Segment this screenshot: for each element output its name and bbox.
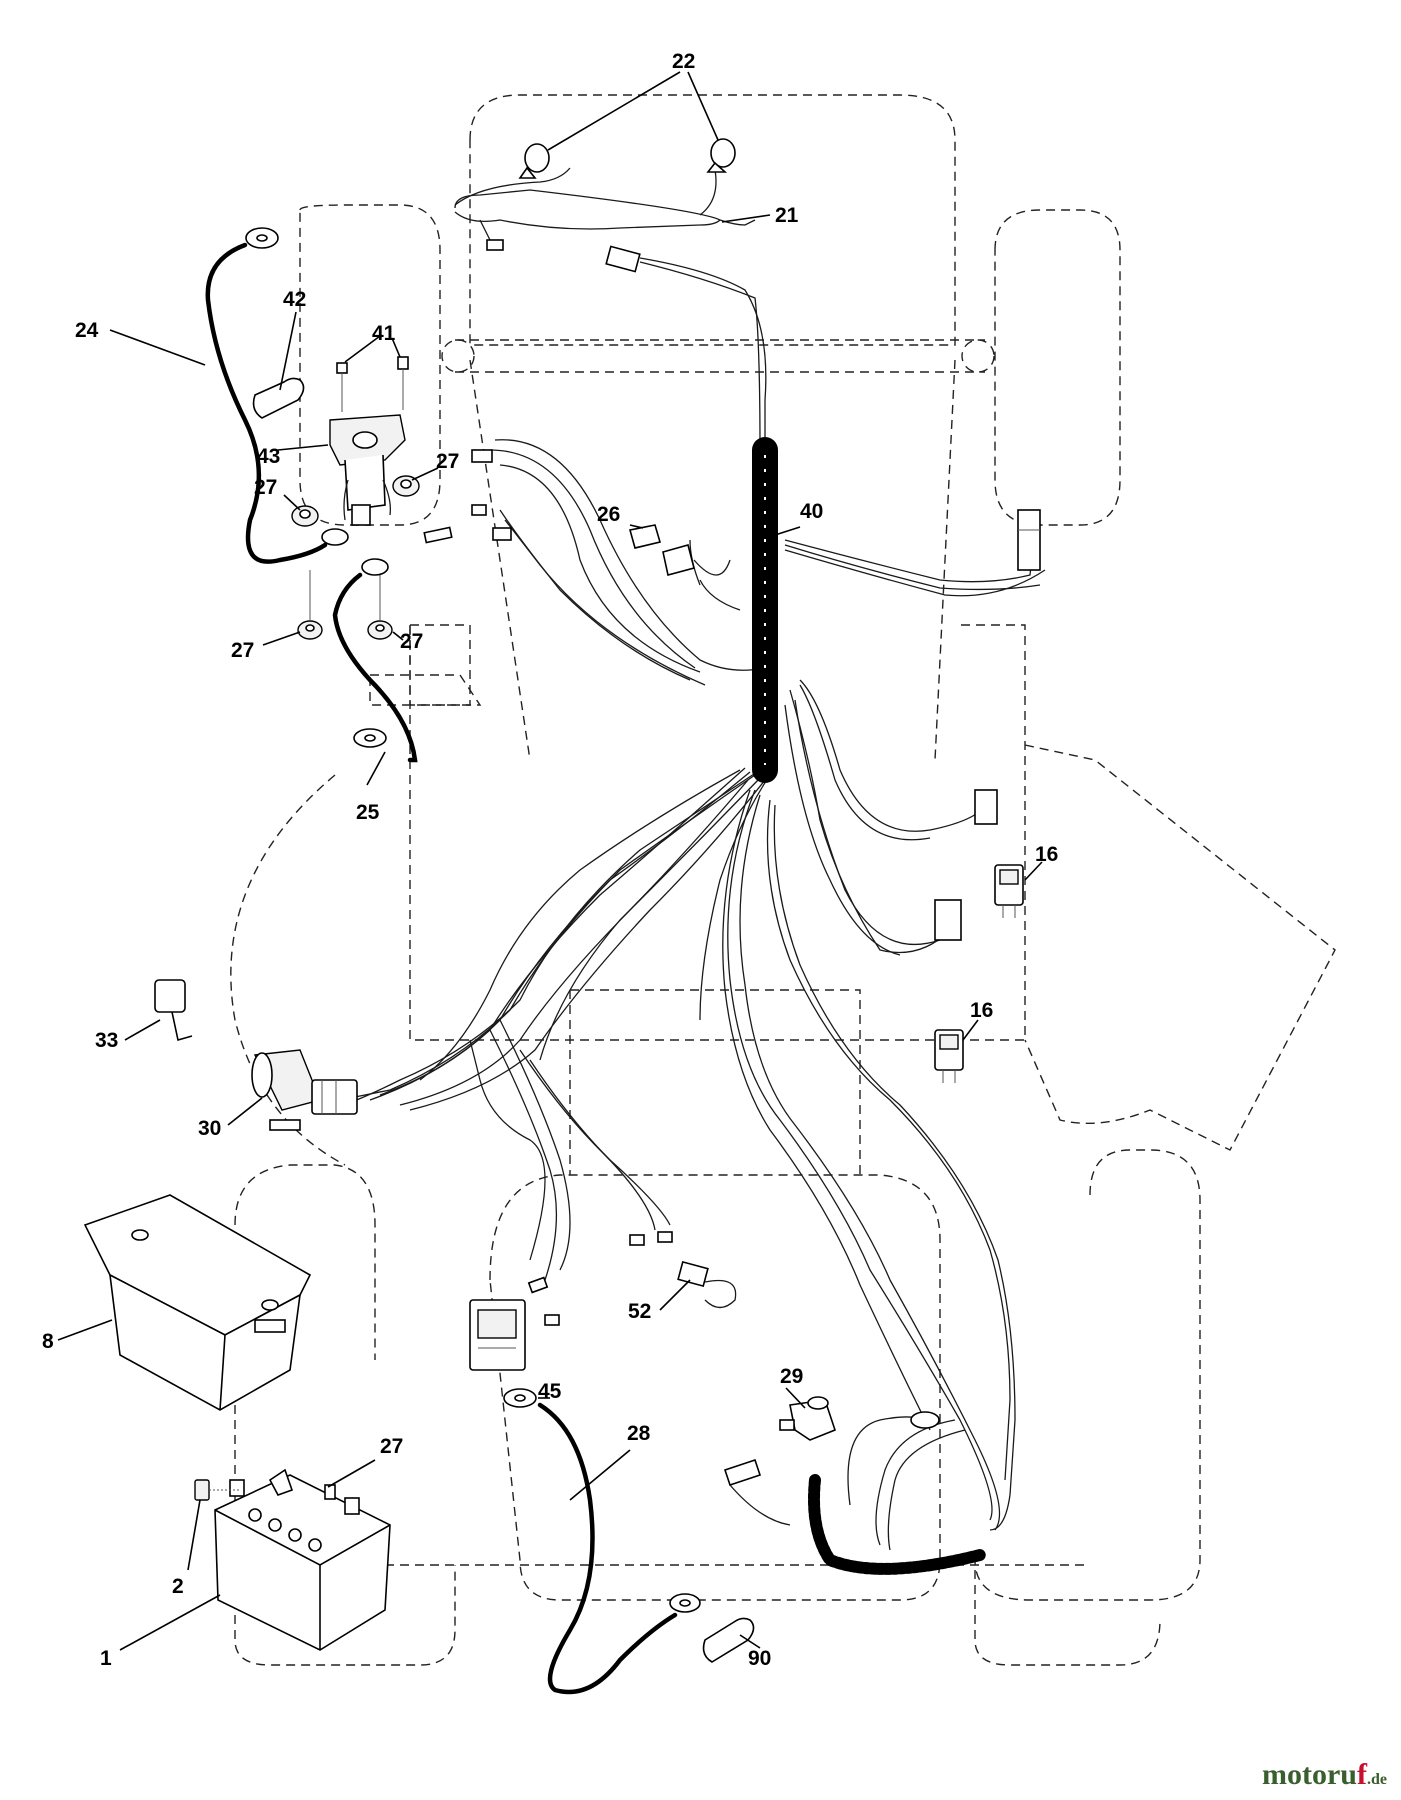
ground-cable-28	[503, 1388, 701, 1695]
callout-52: 52	[628, 1300, 651, 1323]
callout-29: 29	[780, 1365, 803, 1388]
battery-bolt	[194, 1479, 240, 1501]
callout-30: 30	[198, 1117, 221, 1140]
callout-24: 24	[75, 319, 99, 342]
callout-27-battery: 27	[380, 1435, 403, 1458]
callout-27-nut-right: 27	[400, 630, 423, 653]
main-wire-harness	[329, 439, 1046, 1551]
callout-1: 1	[100, 1647, 112, 1670]
callout-27-nut-left: 27	[231, 639, 254, 662]
battery-cable-24	[205, 227, 349, 564]
tractor-outline	[230, 94, 1336, 1666]
pto-switch-29	[779, 1396, 836, 1441]
hex-nut-right	[392, 475, 420, 497]
callout-28: 28	[627, 1422, 651, 1445]
terminal-clamp	[268, 1468, 336, 1500]
ignition-switch	[251, 1049, 358, 1131]
callout-22: 22	[672, 50, 695, 73]
callout-labels: 22 21 24 42 41 43 27 27 27 27 27 26 40 2…	[42, 50, 1058, 1670]
watermark-tld: .de	[1367, 1771, 1387, 1788]
callout-45: 45	[538, 1380, 562, 1403]
callout-16-upper: 16	[1035, 843, 1058, 866]
battery	[214, 1474, 391, 1651]
callout-27-solenoid-right: 27	[436, 450, 459, 473]
callout-2: 2	[172, 1575, 184, 1598]
callout-26: 26	[597, 503, 620, 526]
headlight-bulb-right	[706, 138, 736, 173]
leader-lines	[57, 71, 1043, 1651]
switch-16-lower	[934, 1029, 964, 1083]
battery-box	[83, 1194, 312, 1411]
hex-nut-lower-right	[367, 620, 393, 640]
small-terminals	[423, 449, 512, 544]
solenoid-bolt-right	[397, 356, 409, 410]
switch-16-upper	[994, 864, 1024, 918]
callout-33: 33	[95, 1029, 118, 1052]
watermark-name: motoru	[1262, 1758, 1357, 1791]
fuse-52	[677, 1260, 737, 1309]
watermark-accent: f	[1357, 1758, 1367, 1791]
hex-nut-lower-left	[297, 620, 323, 640]
callout-90: 90	[748, 1647, 771, 1670]
callout-41: 41	[372, 322, 396, 345]
callout-27-solenoid-left: 27	[254, 476, 277, 499]
callout-21: 21	[775, 204, 799, 227]
headlight-harness	[454, 167, 767, 451]
terminal-boot-90	[702, 1617, 755, 1663]
callout-40: 40	[800, 500, 823, 523]
coil-cord	[723, 1411, 986, 1575]
hex-nut-left	[291, 505, 319, 527]
terminal-boot-42	[252, 377, 305, 419]
terminal-connectors-lower	[527, 1231, 673, 1326]
headlight-bulb-left	[518, 143, 550, 179]
ignition-key	[154, 979, 193, 1042]
right-connector	[1017, 509, 1041, 571]
callout-16-lower: 16	[970, 999, 993, 1022]
connector-26	[628, 524, 731, 576]
starter-solenoid	[329, 414, 406, 526]
callout-25: 25	[356, 801, 380, 824]
watermark-logo: motoruf.de	[1262, 1758, 1387, 1792]
callout-43: 43	[257, 445, 280, 468]
module-45	[469, 1299, 526, 1371]
callout-8: 8	[42, 1330, 54, 1353]
connector-upper-right	[934, 789, 998, 941]
battery-cable-25	[332, 558, 418, 763]
solenoid-bolt-left	[336, 362, 348, 412]
callout-42: 42	[283, 288, 306, 311]
